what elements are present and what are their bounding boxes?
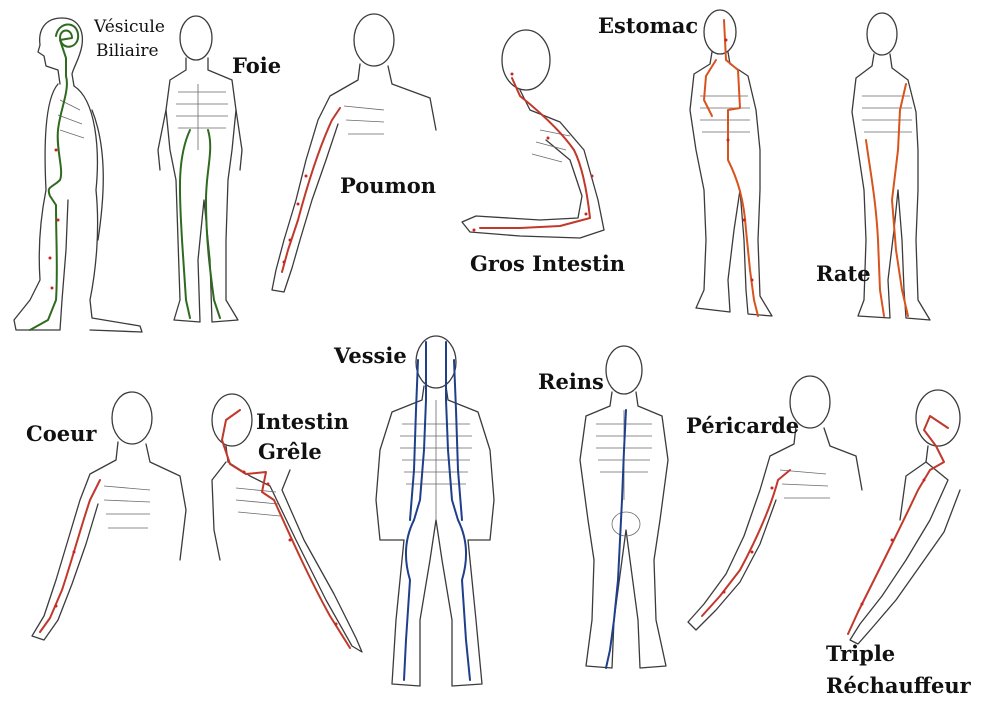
figure-poumon [271, 13, 437, 293]
figure-reins [579, 345, 669, 669]
figure-estomac [689, 9, 773, 317]
label-vesicule-line1: Vésicule [94, 17, 165, 37]
label-reins: Reins [538, 369, 604, 394]
label-pericarde: Péricarde [686, 413, 800, 438]
figure-vessie [375, 335, 495, 687]
figure-intestin-grele [211, 393, 363, 653]
figure-coeur [31, 391, 187, 641]
figure-rate [851, 12, 931, 321]
figure-foie [157, 15, 243, 323]
label-vessie: Vessie [334, 343, 407, 368]
label-gros-intestin: Gros Intestin [470, 251, 626, 276]
label-triple-line2: Réchauffeur [826, 673, 971, 698]
label-triple-line1: Triple [826, 641, 896, 666]
label-foie: Foie [232, 53, 282, 78]
figure-triple-rechauffeur [847, 389, 961, 645]
figure-vesicule-biliaire [13, 17, 143, 333]
label-estomac: Estomac [598, 13, 699, 38]
label-vesicule-line2: Biliaire [96, 41, 159, 61]
label-rate: Rate [816, 261, 871, 286]
label-poumon: Poumon [340, 173, 436, 198]
label-coeur: Coeur [26, 421, 97, 446]
label-intestin-line1: Intestin [256, 409, 349, 434]
figure-gros-intestin [461, 29, 605, 239]
label-intestin-line2: Grêle [258, 439, 322, 464]
figure-pericarde [687, 375, 863, 631]
